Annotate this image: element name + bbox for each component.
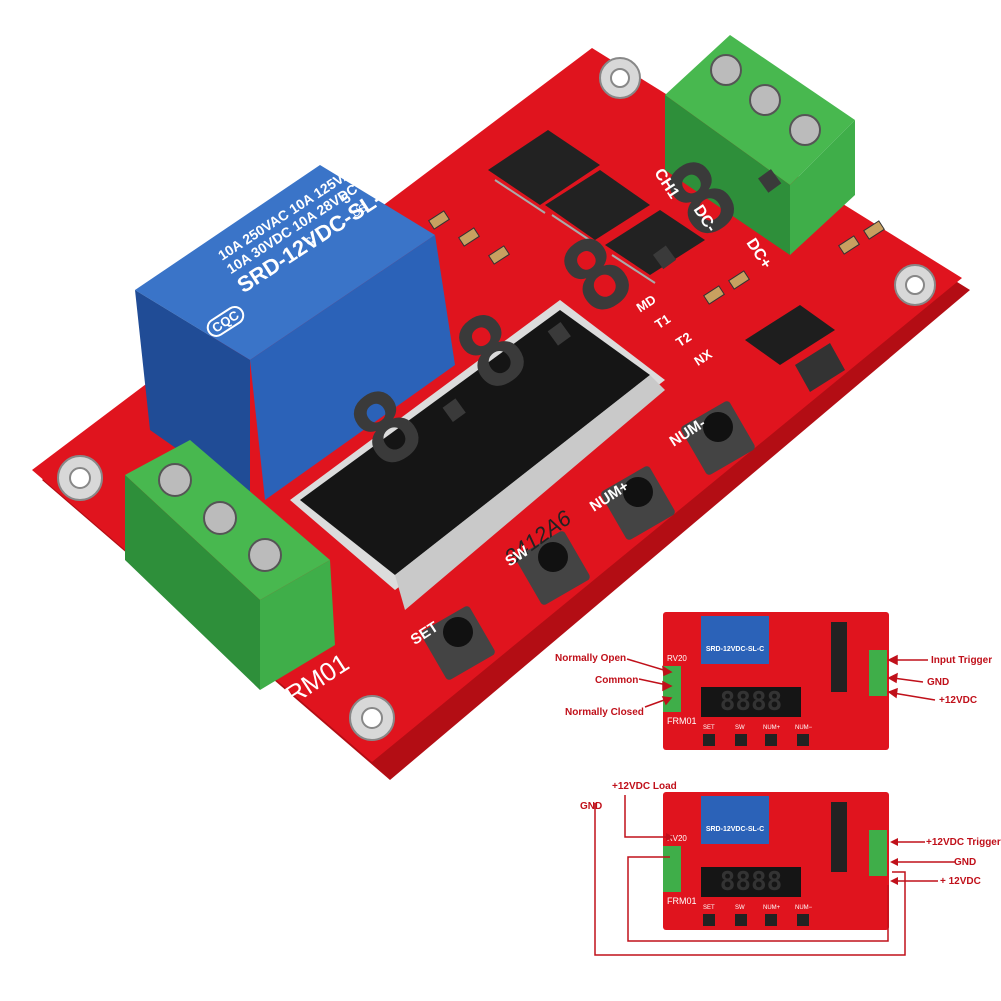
label-gnd-left: GND (580, 801, 603, 812)
terminal-block-relay (125, 440, 335, 690)
mini-ics-2 (831, 802, 847, 872)
label-12vdc-1: +12VDC (939, 695, 978, 706)
mini-board-name-2: FRM01 (667, 896, 697, 906)
mini-relay-1: SRD-12VDC-SL-C (701, 616, 769, 664)
label-normally-closed: Normally Closed (565, 707, 644, 718)
seven-seg-display (290, 300, 665, 610)
label-normally-open: Normally Open (555, 653, 627, 664)
mini-relay-2: SRD-12VDC-SL-C (701, 796, 769, 844)
label-common: Common (595, 675, 639, 686)
mini-relay-2-model: SRD-12VDC-SL-C (705, 826, 765, 833)
voltage-regulator (745, 305, 835, 365)
mini-btn-label-set-2: SET (703, 905, 715, 911)
mini-rv-1: RV20 (667, 654, 687, 663)
diagram-1-arrows (626, 654, 936, 708)
label-12vdc-trigger: +12VDC Trigger (926, 837, 1001, 848)
mini-btn-label-num-plus-2: NUM+ (763, 905, 781, 911)
label-12vdc-load: +12VDC Load (612, 781, 677, 792)
mini-btn-label-sw-1: SW (735, 725, 745, 731)
mini-board-name-1: FRM01 (667, 716, 697, 726)
mini-relay-1-model: SRD-12VDC-SL-C (705, 646, 765, 653)
mini-btn-label-num-minus-1: NUM− (795, 725, 813, 731)
terminal-block-input (665, 35, 855, 255)
tactile-buttons (421, 401, 755, 680)
smd-components (428, 210, 885, 305)
diagram-2-wires (594, 795, 955, 956)
mini-terminal-right-2 (869, 830, 887, 876)
mini-btn-label-num-minus-2: NUM− (795, 905, 813, 911)
mini-display-1: 8888 (701, 687, 801, 717)
mini-buttons-2 (703, 914, 843, 926)
mini-board-1: SRD-12VDC-SL-C RV20 8888 FRM01 SET SW NU… (663, 612, 889, 750)
mini-ics-1 (831, 622, 847, 692)
mini-display-2: 8888 (701, 867, 801, 897)
mini-btn-label-num-plus-1: NUM+ (763, 725, 781, 731)
mini-buttons-1 (703, 734, 843, 746)
mini-btn-label-sw-2: SW (735, 905, 745, 911)
label-input-trigger: Input Trigger (931, 655, 993, 666)
ic-pins (494, 179, 656, 284)
wiring-diagram-1: SRD-12VDC-SL-C RV20 8888 FRM01 SET SW NU… (555, 605, 995, 755)
label-gnd-2: GND (954, 857, 977, 868)
mini-btn-label-set-1: SET (703, 725, 715, 731)
mounting-holes (57, 57, 936, 741)
mini-terminal-right-1 (869, 650, 887, 696)
wiring-diagram-2: SRD-12VDC-SL-C RV20 8888 FRM01 SET SW NU… (570, 775, 1001, 970)
label-12vdc-2: + 12VDC (940, 876, 981, 887)
mini-board-2: SRD-12VDC-SL-C RV20 8888 FRM01 SET SW NU… (663, 792, 889, 930)
relay (135, 165, 455, 500)
ic-chips (488, 130, 705, 275)
mini-rv-2: RV20 (667, 834, 687, 843)
label-gnd-1: GND (927, 677, 950, 688)
